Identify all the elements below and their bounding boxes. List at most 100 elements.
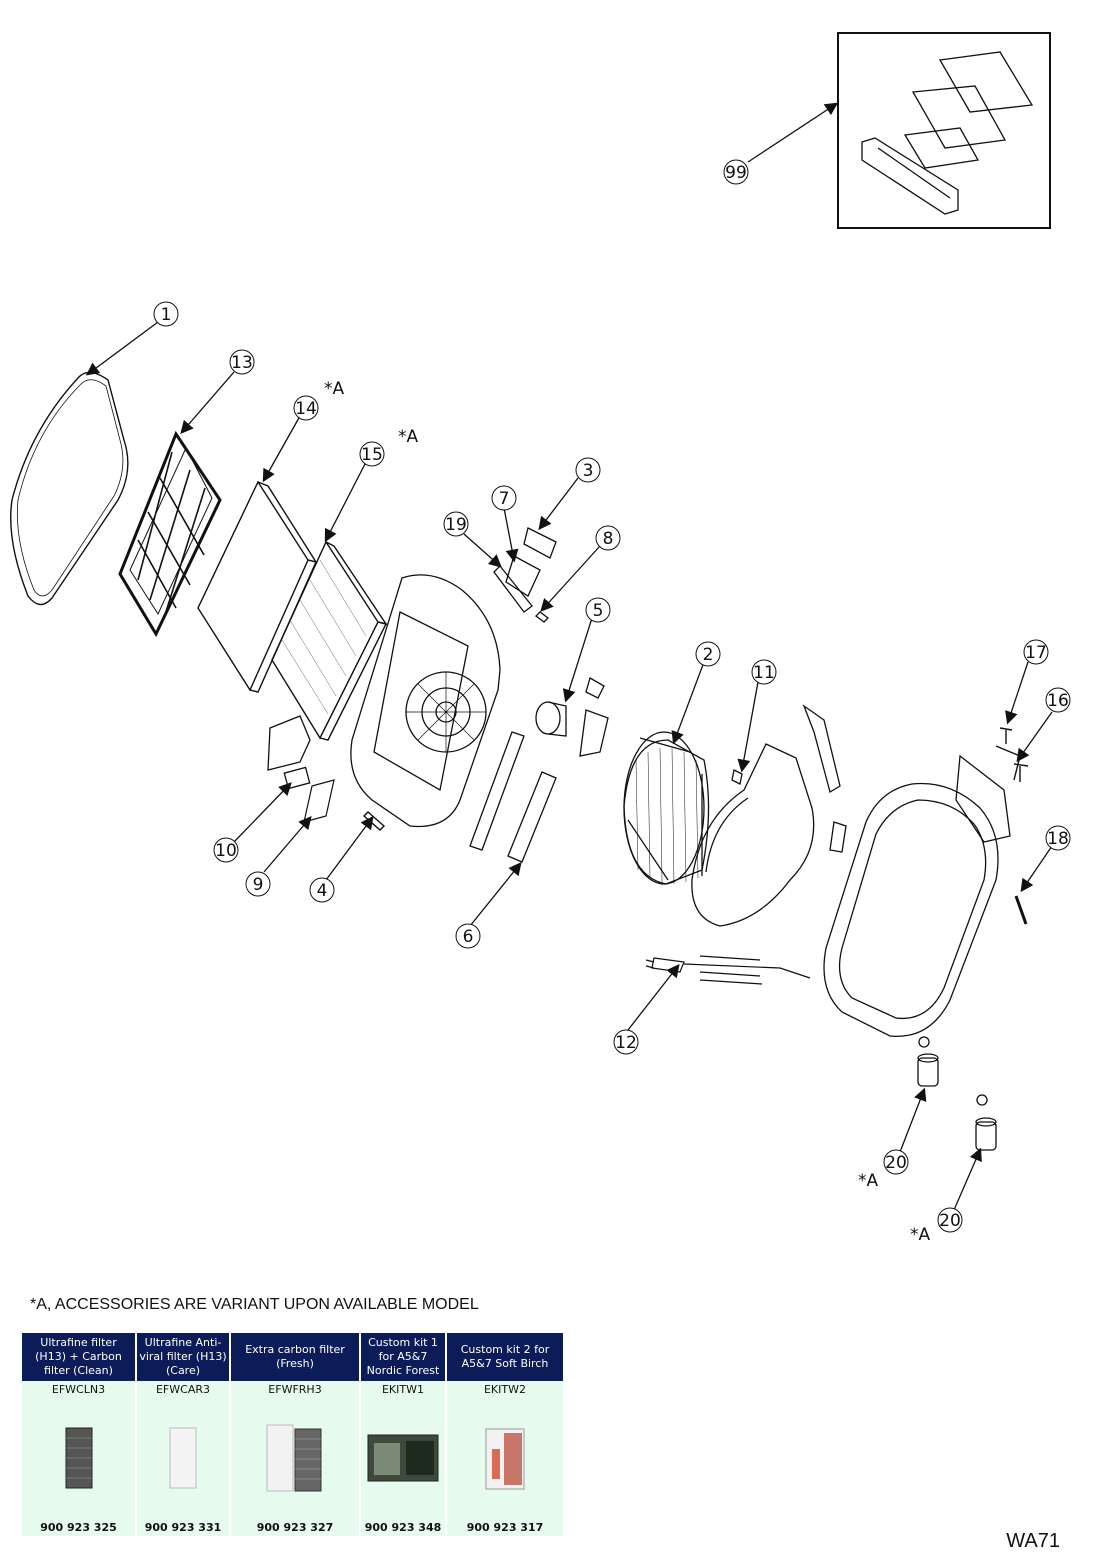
hepa-filter (197, 480, 318, 693)
callout-2: 2 (695, 641, 721, 667)
exploded-view-diagram: 99 1 13 14 15 3 7 19 8 5 2 11 17 16 18 1… (10, 32, 1071, 1245)
accessory-header: Custom kit 2 for A5&7 Soft Birch (446, 1333, 565, 1381)
svg-text:1: 1 (161, 305, 172, 325)
white-filter-thumbnail (169, 1427, 197, 1489)
svg-text:*A: *A (398, 427, 419, 447)
callout-15: 15 (359, 441, 385, 467)
svg-text:7: 7 (499, 489, 510, 509)
accessories-table: Ultrafine filter (H13) + Carbon filter (… (22, 1333, 565, 1536)
small-clip (362, 811, 386, 831)
callout-18: 18 (1045, 825, 1071, 851)
svg-text:19: 19 (445, 515, 467, 535)
svg-text:10: 10 (215, 841, 237, 861)
svg-text:*A: *A (910, 1225, 931, 1245)
svg-text:5: 5 (593, 601, 604, 621)
callout-3: 3 (575, 457, 601, 483)
accessories-header-row: Ultrafine filter (H13) + Carbon filter (… (22, 1333, 565, 1381)
volute-housing (691, 743, 815, 927)
soft-birch-kit-thumbnail (485, 1428, 525, 1490)
accessory-image-cell (22, 1398, 137, 1518)
accessory-image-cell (136, 1398, 231, 1518)
svg-text:99: 99 (725, 163, 747, 183)
carbon-filter (271, 540, 388, 741)
front-panel (10, 371, 129, 606)
callout-4: 4 (309, 877, 335, 903)
accessory-header: Ultrafine filter (H13) + Carbon filter (… (22, 1333, 137, 1381)
model-code: WA71 (1006, 1530, 1060, 1552)
housing-rear (802, 704, 1011, 1037)
svg-text:20: 20 (885, 1153, 907, 1173)
accessory-code: EFWFRH3 (230, 1381, 361, 1398)
callout-6: 6 (455, 923, 481, 949)
motor (535, 677, 609, 757)
fan-wheel (623, 731, 710, 885)
accessory-image-cell (360, 1398, 447, 1518)
callout-11: 11 (751, 659, 777, 685)
variant-marks: *A *A *A *A (324, 379, 931, 1245)
callout-17: 17 (1023, 639, 1049, 665)
svg-text:11: 11 (753, 663, 775, 683)
callout-8: 8 (595, 525, 621, 551)
accessories-code-row: EFWCLN3 EFWCAR3 EFWFRH3 EKITW1 EKITW2 (22, 1381, 565, 1398)
svg-text:18: 18 (1047, 829, 1069, 849)
accessories-note: *A, ACCESSORIES ARE VARIANT UPON AVAILAB… (30, 1296, 479, 1313)
svg-text:2: 2 (703, 645, 714, 665)
accessory-code: EFWCAR3 (136, 1381, 231, 1398)
callout-1: 1 (153, 301, 179, 327)
svg-text:4: 4 (317, 881, 328, 901)
sensor-box (267, 715, 311, 790)
accessory-code: EKITW1 (360, 1381, 447, 1398)
svg-text:14: 14 (295, 399, 317, 419)
power-cord (645, 955, 811, 985)
callout-16: 16 (1045, 687, 1071, 713)
svg-text:8: 8 (603, 529, 614, 549)
accessory-header: Ultrafine Anti-viral filter (H13) (Care) (136, 1333, 231, 1381)
svg-text:20: 20 (939, 1211, 961, 1231)
accessory-part-number: 900 923 325 (22, 1518, 137, 1536)
small-screws (995, 727, 1029, 925)
svg-text:*A: *A (858, 1171, 879, 1191)
housing-front (350, 574, 501, 828)
accessory-part-number: 900 923 317 (446, 1518, 565, 1536)
accessory-part-number: 900 923 327 (230, 1518, 361, 1536)
callout-14: 14 (293, 395, 319, 421)
accessory-header: Extra carbon filter (Fresh) (230, 1333, 361, 1381)
callout-13: 13 (229, 349, 255, 375)
svg-text:12: 12 (615, 1033, 637, 1053)
svg-text:9: 9 (253, 875, 264, 895)
leader-lines (85, 102, 1053, 1211)
accessory-image-cell (230, 1398, 361, 1518)
callout-20b: 20 (937, 1207, 963, 1233)
callout-5: 5 (585, 597, 611, 623)
accessory-part-number: 900 923 348 (360, 1518, 447, 1536)
carbon-filter-thumbnail (65, 1427, 92, 1489)
callouts: 99 1 13 14 15 3 7 19 8 5 2 11 17 16 18 1… (153, 159, 1071, 1233)
accessory-code: EFWCLN3 (22, 1381, 137, 1398)
pcb-plates (469, 731, 557, 863)
svg-text:*A: *A (324, 379, 345, 399)
svg-text:13: 13 (231, 353, 253, 373)
accessory-image-cell (446, 1398, 565, 1518)
callout-7: 7 (491, 485, 517, 511)
callout-19: 19 (443, 511, 469, 537)
svg-text:16: 16 (1047, 691, 1069, 711)
accessories-image-row (22, 1398, 565, 1518)
svg-text:6: 6 (463, 927, 474, 947)
sensor-board (303, 779, 335, 823)
accessories-partnumber-row: 900 923 325 900 923 331 900 923 327 900 … (22, 1518, 565, 1536)
callout-10: 10 (213, 837, 239, 863)
svg-text:17: 17 (1025, 643, 1047, 663)
callout-12: 12 (613, 1029, 639, 1055)
display-parts (493, 527, 557, 623)
accessory-code: EKITW2 (446, 1381, 565, 1398)
callout-99: 99 (723, 159, 749, 185)
callout-9: 9 (245, 871, 271, 897)
svg-text:3: 3 (583, 461, 594, 481)
inset-box-99 (837, 32, 1051, 229)
callout-20a: 20 (883, 1149, 909, 1175)
accessory-header: Custom kit 1 for A5&7 Nordic Forest (360, 1333, 447, 1381)
pre-filter (118, 430, 222, 638)
nordic-forest-kit-thumbnail (367, 1434, 439, 1482)
filter-pair-thumbnail (266, 1424, 322, 1492)
feet (917, 1036, 997, 1151)
